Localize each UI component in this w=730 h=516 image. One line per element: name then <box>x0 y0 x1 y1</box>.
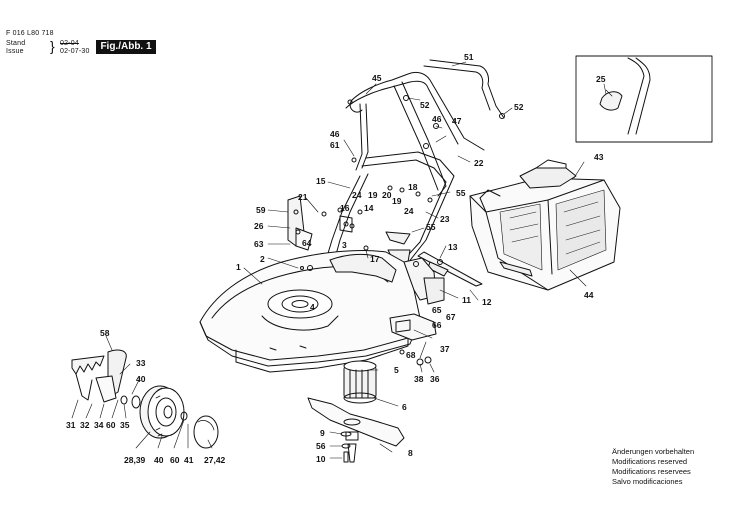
note-de: Änderungen vorbehalten <box>612 447 695 456</box>
callout-37: 37 <box>440 344 450 354</box>
callout-10: 10 <box>316 454 326 464</box>
inset-handle-clip <box>599 57 651 135</box>
callout-4: 4 <box>310 302 315 312</box>
grass-catcher <box>469 159 621 291</box>
callout-52: 52 <box>420 100 430 110</box>
callout-12: 12 <box>482 297 492 307</box>
handle-upper <box>345 59 505 197</box>
issue-value: 02-07-30 <box>60 48 90 55</box>
callout-20: 20 <box>382 190 392 200</box>
callout-28-39: 28,39 <box>124 455 146 465</box>
callout-68: 68 <box>406 350 416 360</box>
callout-31: 31 <box>66 420 76 430</box>
note-es: Salvo modificaciones <box>612 477 683 486</box>
stand-value: 02-04 <box>60 40 79 47</box>
callout-67: 67 <box>446 312 456 322</box>
callout-27-42: 27,42 <box>204 455 226 465</box>
callout-65: 65 <box>432 305 442 315</box>
motor <box>343 360 377 404</box>
callout-1: 1 <box>236 262 241 272</box>
note-fr: Modifications reservees <box>612 467 691 476</box>
callout-63: 63 <box>254 239 264 249</box>
callout-66: 66 <box>432 320 442 330</box>
callout-55: 55 <box>426 222 436 232</box>
callout-labels: 51 45 52 52 46 61 46 47 22 15 24 19 20 1… <box>66 52 606 465</box>
callout-15: 15 <box>316 176 326 186</box>
callout-26: 26 <box>254 221 264 231</box>
leader-lines <box>71 61 607 459</box>
callout-16: 16 <box>340 203 350 213</box>
callout-17: 17 <box>370 254 380 264</box>
callout-24: 24 <box>352 190 362 200</box>
callout-60: 60 <box>106 420 116 430</box>
rear-flap <box>389 313 437 341</box>
callout-56: 56 <box>316 441 326 451</box>
callout-46: 46 <box>432 114 442 124</box>
callout-19: 19 <box>368 190 378 200</box>
callout-52: 52 <box>514 102 524 112</box>
blade <box>307 397 405 463</box>
callout-60: 60 <box>170 455 180 465</box>
callout-45: 45 <box>372 73 382 83</box>
callout-38: 38 <box>414 374 424 384</box>
brace-icon: } <box>50 38 55 54</box>
callout-44: 44 <box>584 290 594 300</box>
axle-rod <box>417 251 483 287</box>
callout-24: 24 <box>404 206 414 216</box>
callout-32: 32 <box>80 420 90 430</box>
modification-notes: Änderungen vorbehalten Modifications res… <box>612 447 694 487</box>
callout-43: 43 <box>594 152 604 162</box>
callout-47: 47 <box>452 116 462 126</box>
callout-25: 25 <box>596 74 606 84</box>
callout-55: 55 <box>456 188 466 198</box>
lawnmower-deck <box>199 249 445 373</box>
callout-41: 41 <box>184 455 194 465</box>
callout-36: 36 <box>430 374 440 384</box>
note-en: Modifications reserved <box>612 457 688 466</box>
handle-clip-plates <box>287 195 353 251</box>
callout-14: 14 <box>364 203 374 213</box>
hub-cap <box>193 415 219 449</box>
callout-40: 40 <box>136 374 146 384</box>
callout-40: 40 <box>154 455 164 465</box>
callout-35: 35 <box>120 420 130 430</box>
callout-19: 19 <box>392 196 402 206</box>
callout-21: 21 <box>298 192 308 202</box>
figure-label: Fig./Abb. 1 <box>96 40 156 54</box>
callout-64: 64 <box>302 238 312 248</box>
callout-9: 9 <box>320 428 325 438</box>
callout-61: 61 <box>330 140 340 150</box>
callout-59: 59 <box>256 205 266 215</box>
callout-13: 13 <box>448 242 458 252</box>
callout-22: 22 <box>474 158 484 168</box>
callout-3: 3 <box>342 240 347 250</box>
issue-label: Issue <box>6 48 24 55</box>
callout-5: 5 <box>394 365 399 375</box>
stand-label: Stand <box>6 40 26 47</box>
height-adjust-lever <box>71 349 127 403</box>
inset-frame <box>575 55 713 143</box>
callout-2: 2 <box>260 254 265 264</box>
callout-33: 33 <box>136 358 146 368</box>
callout-34: 34 <box>94 420 104 430</box>
callout-58: 58 <box>100 328 110 338</box>
callout-51: 51 <box>464 52 474 62</box>
wheel <box>120 385 188 439</box>
callout-46: 46 <box>330 129 340 139</box>
callout-11: 11 <box>462 295 471 305</box>
callout-23: 23 <box>440 214 450 224</box>
callout-8: 8 <box>408 448 413 458</box>
callout-18: 18 <box>408 182 418 192</box>
callout-6: 6 <box>402 402 407 412</box>
document-number: F 016 L80 718 <box>6 30 54 37</box>
